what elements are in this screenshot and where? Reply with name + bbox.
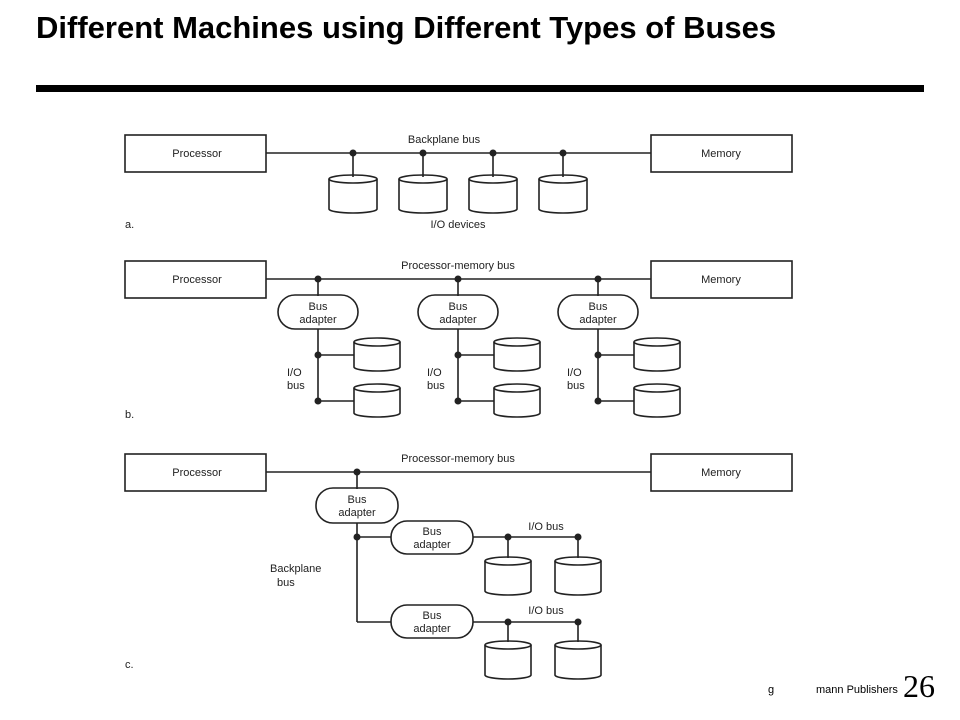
c-panel-label: c. xyxy=(125,659,134,671)
b-memory-label: Memory xyxy=(701,274,741,286)
c-io-bus-lower-label: I/O bus xyxy=(528,605,564,617)
c-adapter-lower-line2: adapter xyxy=(413,623,451,635)
b-disk-2b xyxy=(493,383,541,418)
c-adapter-main-line2: adapter xyxy=(338,507,376,519)
a-io-device-1 xyxy=(328,174,378,214)
c-adapter-lower-line1: Bus xyxy=(423,610,442,622)
c-backplane-line1: Backplane xyxy=(270,563,321,575)
c-disk-lower-2 xyxy=(554,640,602,680)
a-io-device-2 xyxy=(398,174,448,214)
page-number: 26 xyxy=(903,668,935,704)
b-io-3-line1: I/O xyxy=(567,367,582,379)
a-devices-label: I/O devices xyxy=(430,219,486,231)
c-disk-upper-2 xyxy=(554,556,602,596)
c-adapter-upper-line1: Bus xyxy=(423,526,442,538)
footer-publisher: mann Publishers xyxy=(816,684,898,696)
a-io-device-3 xyxy=(468,174,518,214)
title-underline xyxy=(36,85,924,92)
c-bus-label: Processor-memory bus xyxy=(401,453,515,465)
b-disk-3a xyxy=(633,337,681,372)
b-adapter-1-line1: Bus xyxy=(309,301,328,313)
a-bus-label: Backplane bus xyxy=(408,134,481,146)
c-backplane-line2: bus xyxy=(277,577,295,589)
a-io-device-4 xyxy=(538,174,588,214)
footer-copyright-fragment: g xyxy=(768,684,775,696)
b-disk-2a xyxy=(493,337,541,372)
b-io-1-line2: bus xyxy=(287,380,305,392)
b-io-1-line1: I/O xyxy=(287,367,302,379)
b-adapter-2-line1: Bus xyxy=(449,301,468,313)
b-disk-1b xyxy=(353,383,401,418)
c-memory-label: Memory xyxy=(701,467,741,479)
c-io-bus-upper-label: I/O bus xyxy=(528,521,564,533)
b-bus-label: Processor-memory bus xyxy=(401,260,515,272)
a-memory-label: Memory xyxy=(701,148,741,160)
b-io-2-line2: bus xyxy=(427,380,445,392)
b-processor-label: Processor xyxy=(172,274,222,286)
b-io-3-line2: bus xyxy=(567,380,585,392)
slide-title: Different Machines using Different Types… xyxy=(36,10,777,45)
b-disk-1a xyxy=(353,337,401,372)
b-adapter-3-line1: Bus xyxy=(589,301,608,313)
c-adapter-main-line1: Bus xyxy=(348,494,367,506)
a-processor-label: Processor xyxy=(172,148,222,160)
b-disk-3b xyxy=(633,383,681,418)
b-panel-label: b. xyxy=(125,409,134,421)
c-disk-lower-1 xyxy=(484,640,532,680)
b-io-2-line1: I/O xyxy=(427,367,442,379)
a-panel-label: a. xyxy=(125,219,134,231)
c-adapter-upper-line2: adapter xyxy=(413,539,451,551)
b-adapter-1-line2: adapter xyxy=(299,314,337,326)
c-disk-upper-1 xyxy=(484,556,532,596)
b-adapter-2-line2: adapter xyxy=(439,314,477,326)
b-adapter-3-line2: adapter xyxy=(579,314,617,326)
c-processor-label: Processor xyxy=(172,467,222,479)
